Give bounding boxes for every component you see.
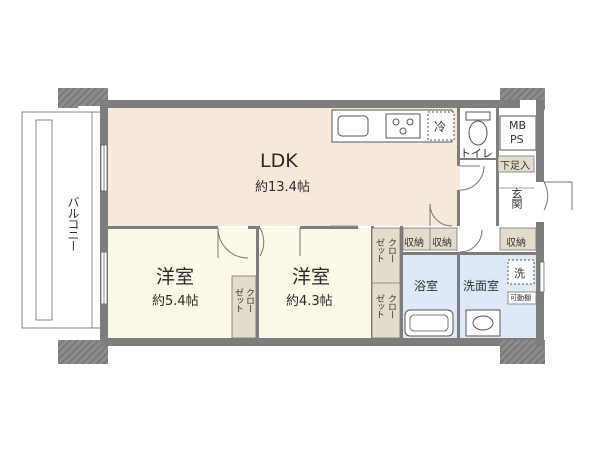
movable-shelf-box xyxy=(507,291,537,305)
shoe-storage-label: 下足入 xyxy=(500,161,530,172)
closet-a-label-line2: ゼット xyxy=(233,288,243,312)
washer-box xyxy=(507,259,535,285)
wash-basin-icon xyxy=(465,309,501,337)
western-room-1-floor xyxy=(108,228,256,338)
closet-a-label-line1: クロー xyxy=(244,288,254,312)
closet-c-label-line2: ゼット xyxy=(374,294,384,318)
closet-c-label-line1: クロー xyxy=(386,294,396,318)
toilet-icon xyxy=(465,111,491,146)
movable-shelf-label: 可動棚 xyxy=(510,294,531,302)
sink-icon xyxy=(337,115,369,137)
balcony xyxy=(21,111,100,329)
washroom-name: 洗面室 xyxy=(463,279,500,293)
washer-label: 洗 xyxy=(514,267,525,280)
entrance-name: 玄関 xyxy=(510,188,523,208)
storage-label-c: 収納 xyxy=(506,238,526,249)
balcony-name: バルコニー xyxy=(66,196,80,251)
storage-label-a: 収納 xyxy=(404,238,424,249)
western-room-1-size: 約5.4帖 xyxy=(152,294,199,309)
bathtub-icon xyxy=(404,309,454,337)
closets xyxy=(231,155,537,339)
toilet-name: トイレ xyxy=(460,147,493,160)
doors xyxy=(217,165,573,259)
closet-b-label-line1: クロー xyxy=(386,238,396,262)
closet-b-label-line2: ゼット xyxy=(374,238,384,262)
mbps-label-line2: PS xyxy=(510,133,524,146)
kitchen-counter xyxy=(331,109,455,143)
western-room-2-name: 洋室 xyxy=(292,266,331,288)
refrigerator-label: 冷 xyxy=(434,120,447,134)
storage-label-b: 収納 xyxy=(432,238,452,249)
mbps-box xyxy=(499,115,537,151)
refrigerator-box xyxy=(427,111,455,141)
stove-icon xyxy=(385,113,421,139)
western-room-1-name: 洋室 xyxy=(156,266,195,288)
ldk-name: LDK xyxy=(260,150,298,172)
mbps-label-line1: MB xyxy=(509,119,527,132)
western-room-2-size: 約4.3帖 xyxy=(286,294,333,309)
western-room-2-floor xyxy=(259,228,371,338)
bath-name: 浴室 xyxy=(414,279,439,293)
ldk-size: 約13.4帖 xyxy=(255,180,310,195)
